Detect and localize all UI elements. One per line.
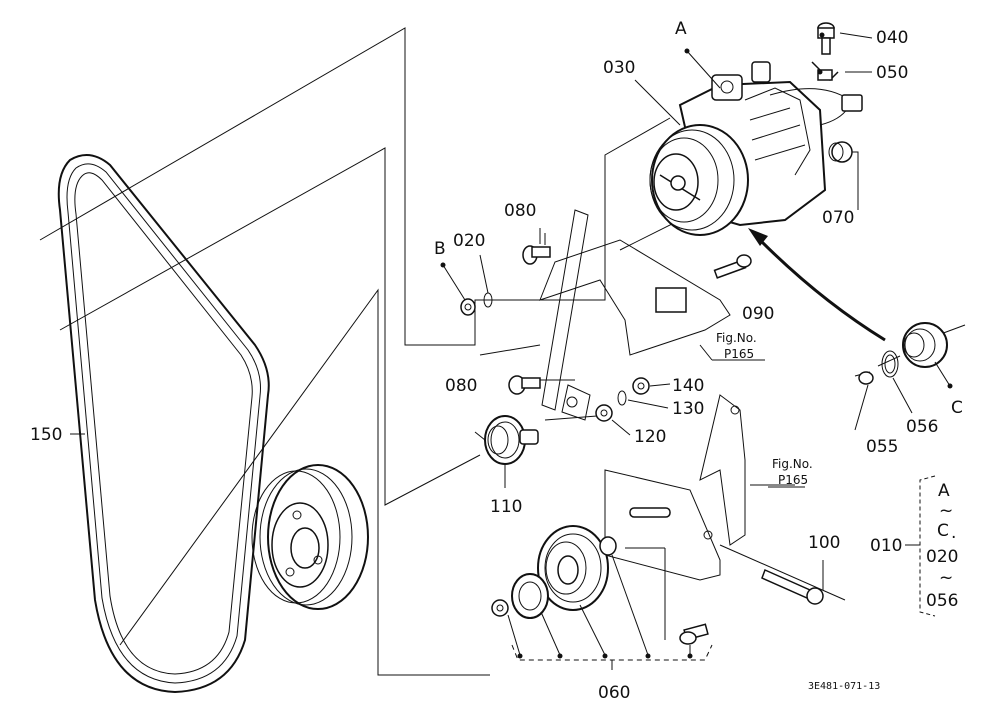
ring-056 xyxy=(881,350,899,378)
washer-120 xyxy=(595,404,613,422)
set-range-num2: 056 xyxy=(926,591,958,611)
callout-100: 100 xyxy=(808,533,840,553)
callout-040: 040 xyxy=(876,28,908,48)
callout-055: 055 xyxy=(866,437,898,457)
crankshaft-pulley xyxy=(251,464,369,610)
tension-pulley-060 xyxy=(491,525,713,670)
callout-130: 130 xyxy=(672,399,704,419)
callout-070: 070 xyxy=(822,208,854,228)
set-range-tilde-1: ~ xyxy=(939,501,953,521)
fig-ref-1-line1: Fig.No. xyxy=(716,331,757,345)
nut-b xyxy=(460,298,476,316)
callout-050: 050 xyxy=(876,63,908,83)
set-range-tilde-2: ~ xyxy=(939,568,953,588)
v-belt-150 xyxy=(57,154,270,694)
collar-070 xyxy=(828,141,859,210)
set-range-num1: 020 xyxy=(926,547,958,567)
washer-130 xyxy=(617,390,627,406)
letter-a: A xyxy=(675,19,687,39)
callout-020: 020 xyxy=(453,231,485,251)
group-060-dots xyxy=(517,653,693,659)
callout-110: 110 xyxy=(490,497,522,517)
callout-056: 056 xyxy=(906,417,938,437)
callout-080-upper: 080 xyxy=(504,201,536,221)
set-bracket-010 xyxy=(905,475,936,617)
callout-120: 120 xyxy=(634,427,666,447)
letter-c: C xyxy=(951,398,963,418)
callout-030: 030 xyxy=(603,58,635,78)
bolt-080-lower xyxy=(508,375,541,395)
callout-140: 140 xyxy=(672,376,704,396)
bolt-100 xyxy=(761,560,824,605)
fig-ref-2-line1: Fig.No. xyxy=(772,457,813,471)
callout-090: 090 xyxy=(742,304,774,324)
letter-b: B xyxy=(434,239,446,259)
assembly-arrow xyxy=(748,228,886,342)
callout-010: 010 xyxy=(870,536,902,556)
clip-050 xyxy=(811,61,872,82)
callout-060: 060 xyxy=(598,683,630,703)
washer-055 xyxy=(858,371,874,385)
bearing-assembly-c xyxy=(902,322,948,368)
compressor-030 xyxy=(649,61,863,236)
bolt-090 xyxy=(713,254,752,279)
fig-ref-2-line2: P165 xyxy=(778,473,808,487)
set-range-dot: . xyxy=(951,523,956,543)
mounting-bracket-upper xyxy=(539,209,731,421)
drawing-number: 3E481-071-13 xyxy=(808,681,880,692)
set-range-start: A xyxy=(938,481,950,501)
mounting-bracket-lower xyxy=(604,394,795,581)
set-range-mid: C xyxy=(937,521,949,541)
bolt-080-upper xyxy=(522,233,551,265)
idler-pulley-110 xyxy=(484,415,539,465)
fig-ref-1-line2: P165 xyxy=(724,347,754,361)
callout-080-lower: 080 xyxy=(445,376,477,396)
nut-140 xyxy=(632,377,650,395)
bolt-040 xyxy=(817,22,873,55)
callout-150: 150 xyxy=(30,425,62,445)
